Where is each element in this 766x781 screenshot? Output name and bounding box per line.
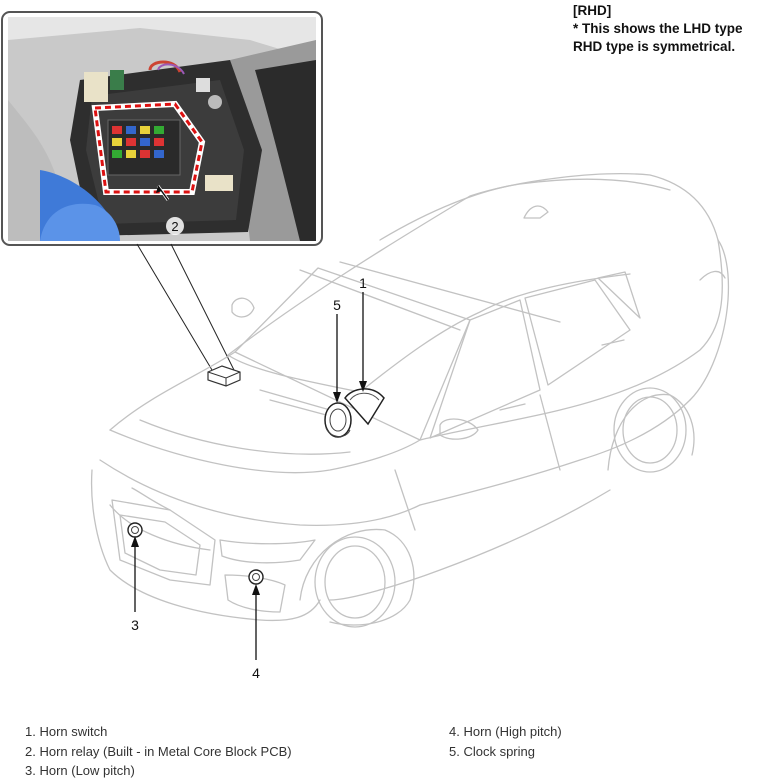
fuse-box-inset: 2 [1,11,323,246]
horn-switch [344,388,385,426]
callout-2: 2 [171,219,178,234]
note-lhd-text: * This shows the LHD type [573,21,743,36]
horn-low-pitch [127,522,143,538]
legend-item-horn-switch: 1. Horn switch [25,724,108,739]
fuse-box-in-car [207,365,241,387]
callout-5: 5 [333,297,341,313]
callout-1: 1 [359,275,367,291]
callout-4: 4 [252,665,260,681]
callout-arrows [131,292,367,660]
lhd-rhd-note: [RHD] * This shows the LHD type RHD type… [573,2,743,56]
inset-leader-lines [136,243,235,371]
legend-right: 4. Horn (High pitch) 5. Clock spring [449,722,562,761]
legend-item-horn-high-pitch: 4. Horn (High pitch) [449,724,562,739]
horn-high-pitch [248,569,264,585]
note-symmetric-text: RHD type is symmetrical. [573,39,736,54]
clock-spring [324,402,352,438]
legend-item-clock-spring: 5. Clock spring [449,743,535,759]
vehicle-diagram: 2 [1,11,730,681]
callout-3: 3 [131,617,139,633]
legend-left: 1. Horn switch 2. Horn relay (Built - in… [25,722,292,781]
legend-item-horn-low-pitch: 3. Horn (Low pitch) [25,763,135,778]
note-rhd-label: [RHD] [573,3,612,18]
legend-item-horn-relay: 2. Horn relay (Built - in Metal Core Blo… [25,743,292,759]
